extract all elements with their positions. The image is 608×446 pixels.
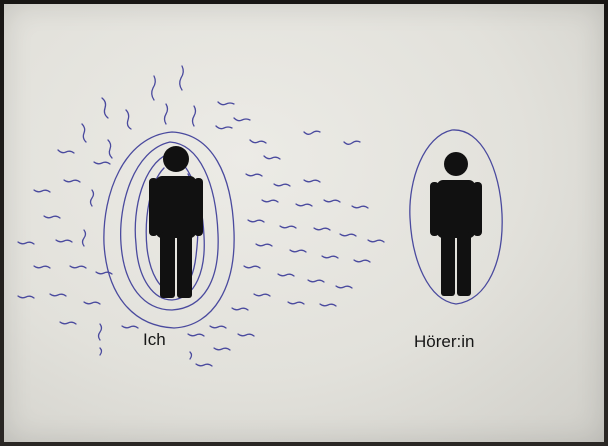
sketch-drawing <box>4 4 604 442</box>
self-radiating-squiggles <box>18 66 384 366</box>
self-label: Ich <box>143 330 166 350</box>
listener-aura-outline <box>410 130 502 304</box>
listener-label: Hörer:in <box>414 332 474 352</box>
self-aura-outlines <box>104 132 234 328</box>
paper-sheet: Ich Hörer:in <box>4 4 604 442</box>
